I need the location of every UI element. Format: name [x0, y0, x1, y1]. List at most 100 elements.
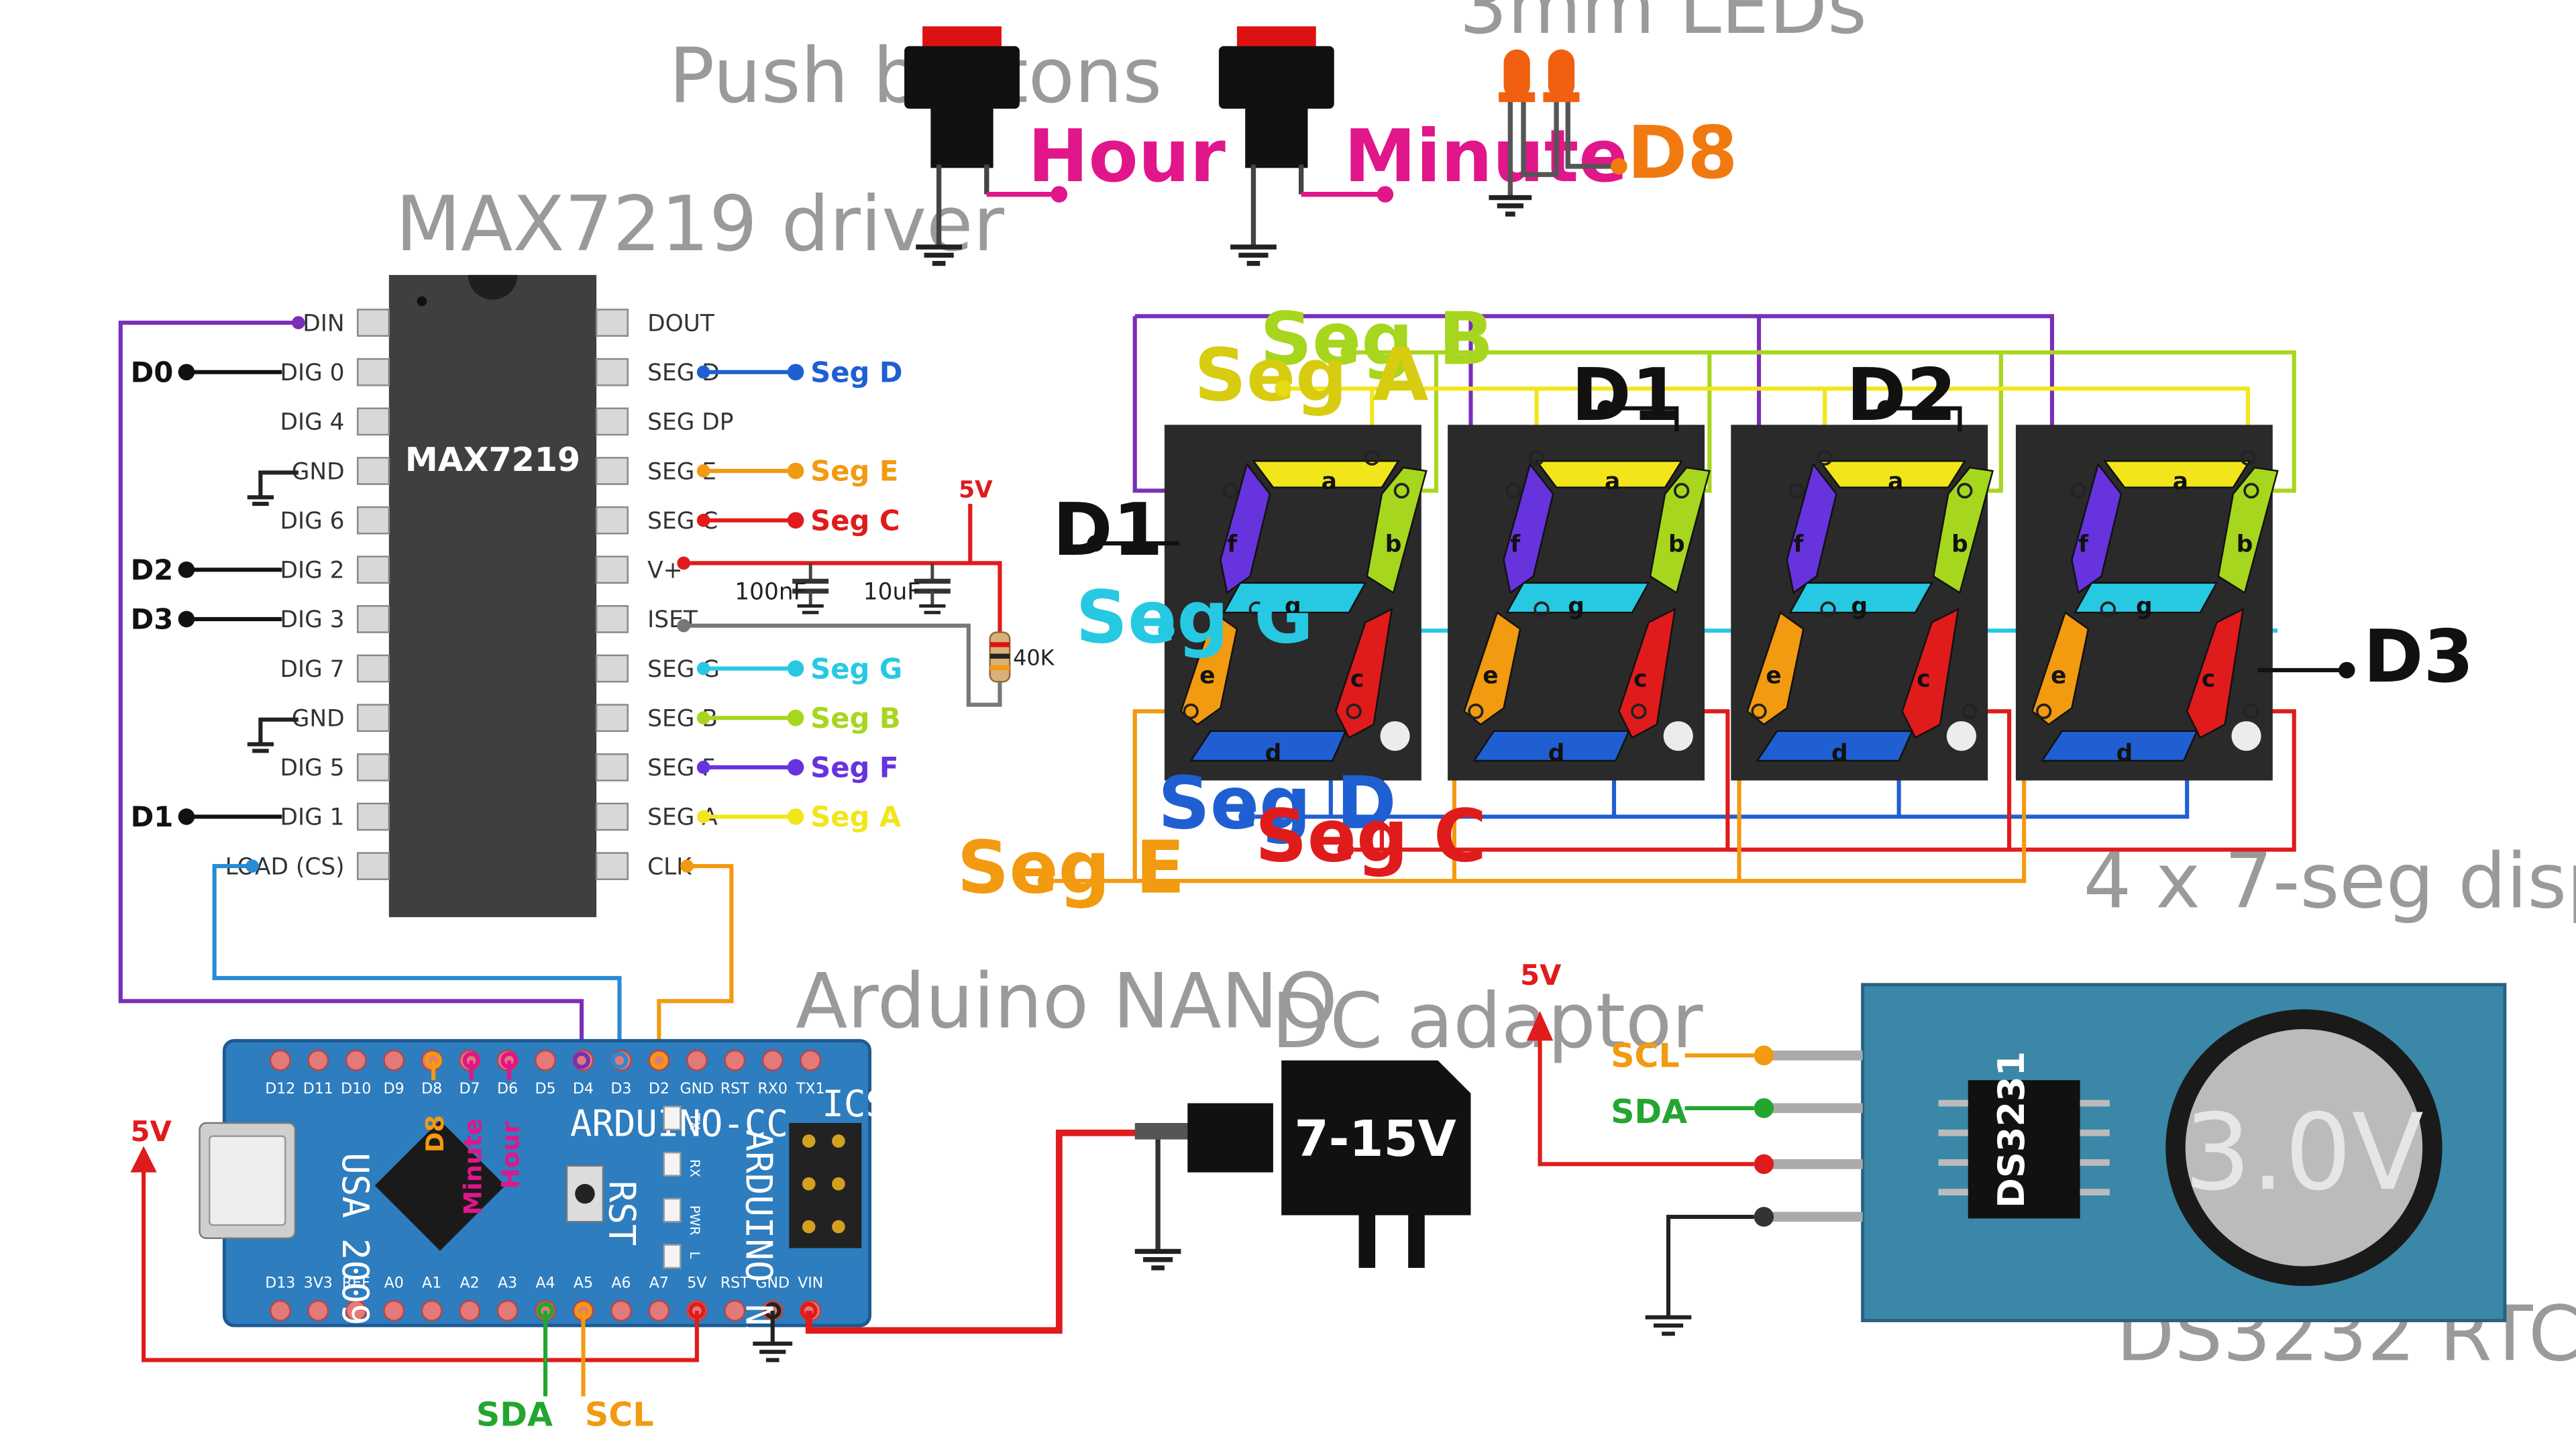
seg-c-label: Seg C: [1255, 795, 1487, 879]
hour-button: Hour: [904, 26, 1226, 266]
segment-label: d: [2116, 740, 2133, 767]
arduino-bottom-pin-label: A2: [460, 1274, 480, 1291]
segment-label: e: [1199, 663, 1215, 690]
junction: [1820, 601, 1836, 617]
d1-top-label: D1: [1571, 354, 1682, 437]
arduino-bottom-pin-label: A3: [498, 1274, 517, 1291]
junction: [2100, 601, 2116, 617]
segment-label: e: [2051, 663, 2066, 690]
arduino-bottom-pin-label: 5V: [687, 1274, 706, 1291]
rtc-sda-label: SDA: [1611, 1092, 1687, 1131]
chip-right-net-label: Seg F: [810, 751, 898, 784]
junction: [1788, 482, 1805, 499]
net-dot: [787, 660, 804, 677]
arduino-pin: [269, 1299, 291, 1322]
junction: [2070, 482, 2086, 499]
cap2-label: 10uF: [863, 578, 920, 605]
arduino-pin: [307, 1049, 329, 1071]
led-net-label: D8: [1627, 111, 1738, 195]
decimal-point: [1380, 721, 1410, 751]
segment-label: g: [2136, 594, 2153, 621]
dc-voltage: 7-15V: [1294, 1111, 1456, 1168]
chip-pin: [595, 654, 629, 683]
chip-pin: [595, 407, 629, 436]
chip-pin: [595, 802, 629, 831]
arduino-pin: [269, 1049, 291, 1071]
chip-pin: [356, 506, 390, 535]
net-dot: [178, 561, 195, 578]
arduino-pin: [724, 1049, 746, 1071]
segment-label: f: [1510, 531, 1521, 557]
segment-e: [2031, 611, 2090, 726]
chip-name: MAX7219: [405, 440, 580, 479]
chip-pin: [595, 506, 629, 535]
board-led: [663, 1244, 682, 1269]
arduino-pin: [610, 1299, 632, 1322]
arduino-pin: [686, 1049, 708, 1071]
d3-right-label: D3: [2363, 615, 2474, 699]
caption-dc-adaptor: DC adaptor: [1271, 977, 1703, 1065]
arduino-bottom-pin-label: VIN: [798, 1274, 823, 1291]
chip-right-wiring: 5V 100nF 10uF 40K: [657, 476, 1055, 1048]
caption-max-driver: MAX7219 driver: [396, 180, 1005, 268]
junction: [2035, 703, 2052, 720]
minute-label: Minute: [1344, 115, 1627, 199]
arduino-pin: [800, 1049, 822, 1071]
junction: [1505, 482, 1521, 499]
chip-right-net-label: Seg D: [810, 356, 902, 388]
arduino-bottom-pin-label: 3V3: [304, 1274, 333, 1291]
pin-connection: [573, 1051, 590, 1069]
chip-pin: [595, 753, 629, 782]
arduino-bottom-pin-label: A7: [649, 1274, 669, 1291]
arduino-top-pin-label: D5: [535, 1080, 555, 1097]
arduino-bottom-pin-label: A1: [422, 1274, 441, 1291]
model-text: ARDUINO NANO V3.0: [737, 1130, 780, 1449]
segment-label: g: [1285, 594, 1301, 621]
arduino-top-pin-label: GND: [680, 1080, 714, 1097]
segment-label: g: [1568, 594, 1585, 621]
junction: [1248, 601, 1265, 617]
caption-arduino: Arduino NANO: [796, 957, 1338, 1046]
arduino-bottom-pin-label: D13: [265, 1274, 295, 1291]
chip-right-pin-label: V+: [647, 557, 682, 584]
chip-left-pin-label: GND: [292, 705, 345, 732]
chip-pin: [356, 407, 390, 436]
chip-right-net-label: Seg G: [810, 652, 902, 685]
arduino-bottom-pin-label: A4: [535, 1274, 555, 1291]
chip-pin: [595, 457, 629, 485]
junction: [1364, 449, 1380, 466]
junction: [1534, 601, 1550, 617]
arduino-top-pin-label: RST: [720, 1080, 749, 1097]
chip-right-pin-label: SEG DP: [647, 409, 733, 436]
segment-e: [1746, 611, 1805, 726]
junction: [1468, 703, 1484, 720]
chip-left-pin-label: DIG 7: [280, 656, 345, 683]
net-dot: [787, 364, 804, 380]
junction: [2240, 449, 2256, 466]
junction: [1183, 703, 1199, 720]
net-dot: [787, 808, 804, 825]
segment-label: f: [2078, 531, 2089, 557]
arduino-top-pin-label: D6: [497, 1080, 518, 1097]
board-led-label: PWR: [687, 1205, 702, 1236]
pin-connection: [610, 1051, 629, 1069]
chip-label-minute: Minute: [458, 1118, 487, 1215]
junction: [1222, 482, 1238, 499]
net-dot: [696, 513, 710, 527]
segment-label: c: [2202, 666, 2215, 693]
ground-symbol: [916, 244, 962, 266]
chip-left-pin-label: DIG 3: [280, 606, 345, 633]
arduino-pin: [496, 1299, 519, 1322]
segment-label: d: [1831, 740, 1848, 767]
chip-left-net-label: D2: [131, 553, 174, 586]
arduino-bottom-pin-label: GND: [755, 1274, 790, 1291]
rtc-module: 5V SCL SDA DS3231 3.0V: [1520, 959, 2507, 1336]
segment-label: f: [1793, 531, 1804, 557]
segment-g: [1505, 582, 1650, 614]
segment-label: b: [1668, 531, 1685, 557]
arduino-pin: [383, 1299, 405, 1322]
arduino-top-pin-label: D12: [265, 1080, 295, 1097]
